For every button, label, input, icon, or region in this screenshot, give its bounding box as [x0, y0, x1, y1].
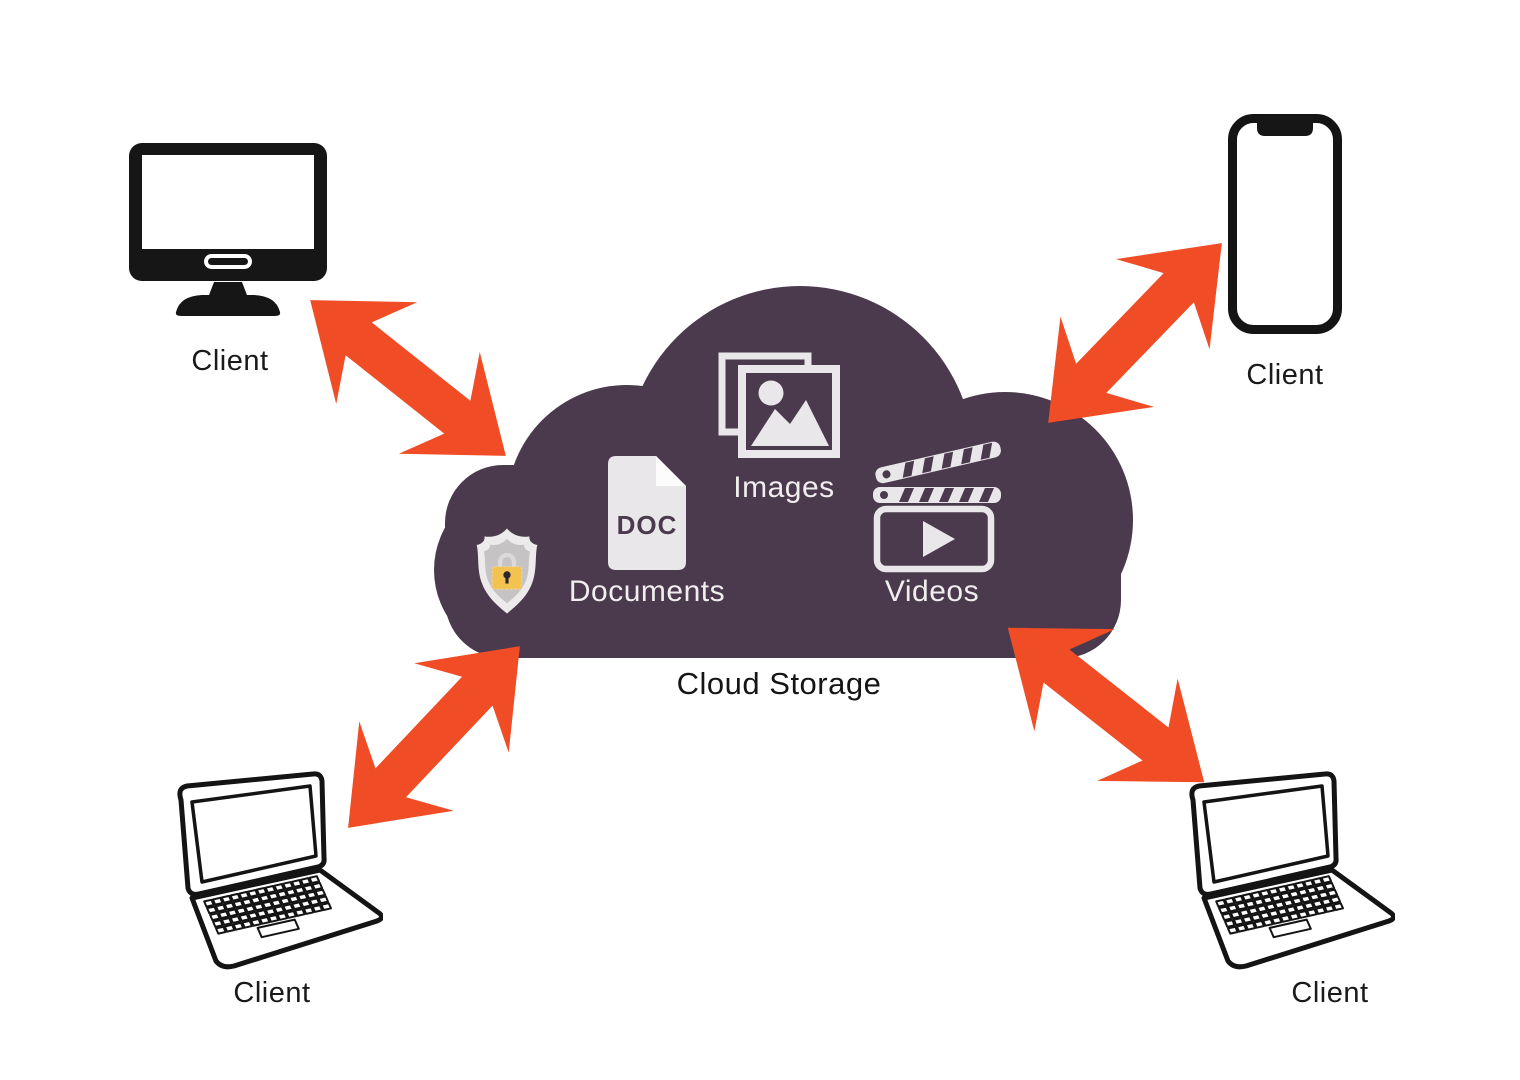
client-label: Client: [1291, 977, 1369, 1009]
doc-badge-text: DOC: [617, 510, 678, 540]
laptop-icon: [177, 771, 383, 970]
images-icon: [718, 352, 840, 458]
shield-lock-icon: [476, 528, 538, 614]
clapperboard-icon: [873, 441, 1001, 573]
sync-arrow-bottom-left: [299, 600, 568, 874]
cloud-storage-title: Cloud Storage: [676, 666, 882, 701]
sync-arrow-top-left: [268, 248, 547, 508]
client-label: Client: [1246, 359, 1324, 391]
smartphone-icon: [1228, 114, 1342, 334]
desktop-computer-icon: [129, 143, 327, 316]
laptop-keyboard: [203, 875, 332, 939]
doc-file-icon: DOC: [608, 456, 686, 570]
images-label: Images: [733, 471, 835, 504]
sync-arrow-bottom-right: [966, 575, 1246, 835]
client-label: Client: [233, 977, 311, 1009]
videos-label: Videos: [884, 575, 980, 608]
documents-label: Documents: [568, 575, 726, 608]
sync-arrow-top-right: [1000, 197, 1270, 470]
laptop-keyboard: [1215, 875, 1344, 939]
client-label: Client: [191, 345, 269, 377]
laptop-icon: [1189, 771, 1395, 970]
